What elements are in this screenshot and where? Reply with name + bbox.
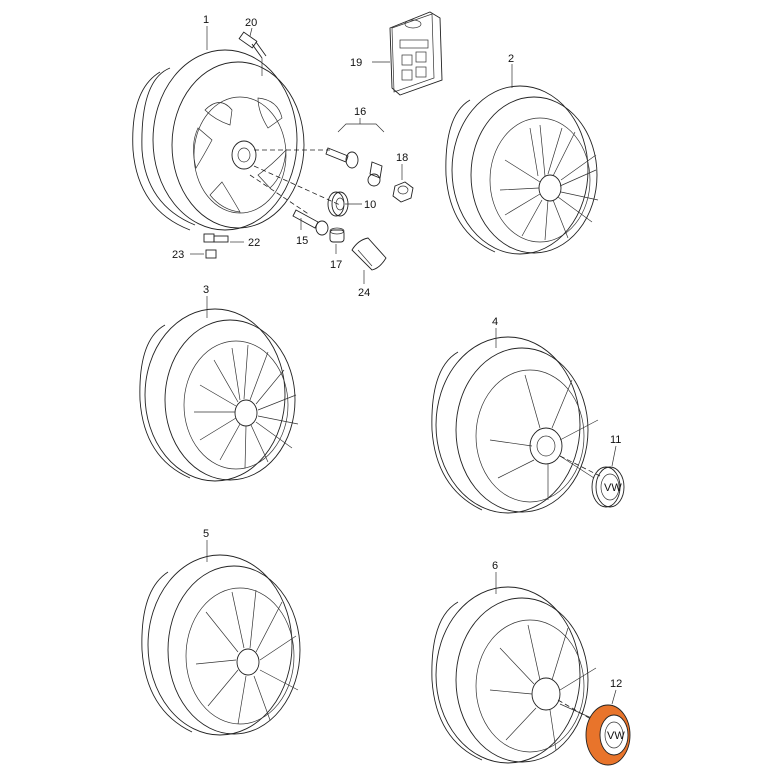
callout-17: 17 xyxy=(330,259,342,271)
callout-10: 10 xyxy=(364,199,376,211)
callout-5: 5 xyxy=(203,528,209,540)
wheel-3[interactable] xyxy=(139,308,299,482)
wheel-1[interactable] xyxy=(132,49,341,231)
bolt-cap-17-icon[interactable] xyxy=(329,227,345,243)
callout-11: 11 xyxy=(610,434,621,446)
valve-23-icon[interactable] xyxy=(205,249,217,259)
callout-23: 23 xyxy=(172,249,184,261)
bolt-removal-tool-24-icon[interactable] xyxy=(351,237,387,271)
center-cap-11-icon[interactable]: VW xyxy=(591,466,625,508)
wheel-bolt-15-icon[interactable] xyxy=(292,209,329,236)
wheel-2[interactable] xyxy=(445,85,599,255)
callout-4: 4 xyxy=(492,316,498,328)
wheel-6[interactable] xyxy=(431,586,597,764)
callout-leaders xyxy=(190,26,617,705)
bolt-cap-18-icon[interactable] xyxy=(392,181,414,203)
wheel-bolt-20-icon[interactable] xyxy=(238,31,267,76)
wheel-4[interactable] xyxy=(431,336,601,514)
callout-16: 16 xyxy=(354,106,366,118)
callout-15: 15 xyxy=(296,235,308,247)
callout-22: 22 xyxy=(248,237,260,249)
svg-text:VW: VW xyxy=(604,482,622,494)
callout-2: 2 xyxy=(508,53,514,65)
callout-24: 24 xyxy=(358,287,370,299)
callout-3: 3 xyxy=(203,284,209,296)
locking-bolt-16-icon[interactable] xyxy=(325,147,383,187)
wheel-5[interactable] xyxy=(141,554,301,736)
callout-1: 1 xyxy=(203,14,209,26)
svg-text:VW: VW xyxy=(607,730,625,742)
callout-20: 20 xyxy=(245,17,257,29)
callout-12: 12 xyxy=(610,678,622,690)
callout-6: 6 xyxy=(492,560,498,572)
valve-22-icon[interactable] xyxy=(203,233,229,243)
locking-bolt-set-19-icon[interactable] xyxy=(389,11,443,96)
callout-18: 18 xyxy=(396,152,408,164)
center-cap-12-icon[interactable]: VW xyxy=(585,704,631,766)
callout-19: 19 xyxy=(350,57,362,69)
